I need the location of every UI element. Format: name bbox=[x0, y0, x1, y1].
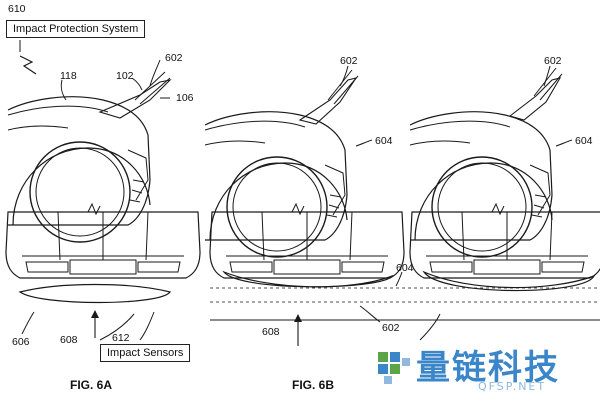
numeral-106: 106 bbox=[176, 92, 194, 104]
numeral-602-d: 602 bbox=[382, 322, 400, 334]
numeral-612: 612 bbox=[112, 332, 130, 344]
numeral-602-b: 602 bbox=[340, 55, 358, 67]
numeral-602-c: 602 bbox=[544, 55, 562, 67]
numeral-602-a: 602 bbox=[165, 52, 183, 64]
numeral-604-b: 604 bbox=[375, 135, 393, 147]
numeral-604-d: 604 bbox=[396, 262, 414, 274]
watermark-chinese-text: 量链科技 bbox=[416, 348, 560, 388]
watermark-site-text: QFSP.NET bbox=[478, 380, 547, 393]
numeral-606: 606 bbox=[12, 336, 30, 348]
numeral-118: 118 bbox=[60, 70, 77, 82]
figure-caption-6b: FIG. 6B bbox=[292, 378, 335, 392]
numeral-610: 610 bbox=[8, 3, 26, 15]
numeral-608-a: 608 bbox=[60, 334, 78, 346]
numeral-604-c: 604 bbox=[575, 135, 593, 147]
numeral-102: 102 bbox=[116, 70, 134, 82]
numeral-608-b: 608 bbox=[262, 326, 280, 338]
impact-sensors-label: Impact Sensors bbox=[100, 344, 191, 362]
figure-caption-6a: FIG. 6A bbox=[70, 378, 113, 392]
watermark-logo-icon bbox=[378, 352, 410, 384]
impact-protection-system-label: Impact Protection System bbox=[6, 20, 146, 38]
